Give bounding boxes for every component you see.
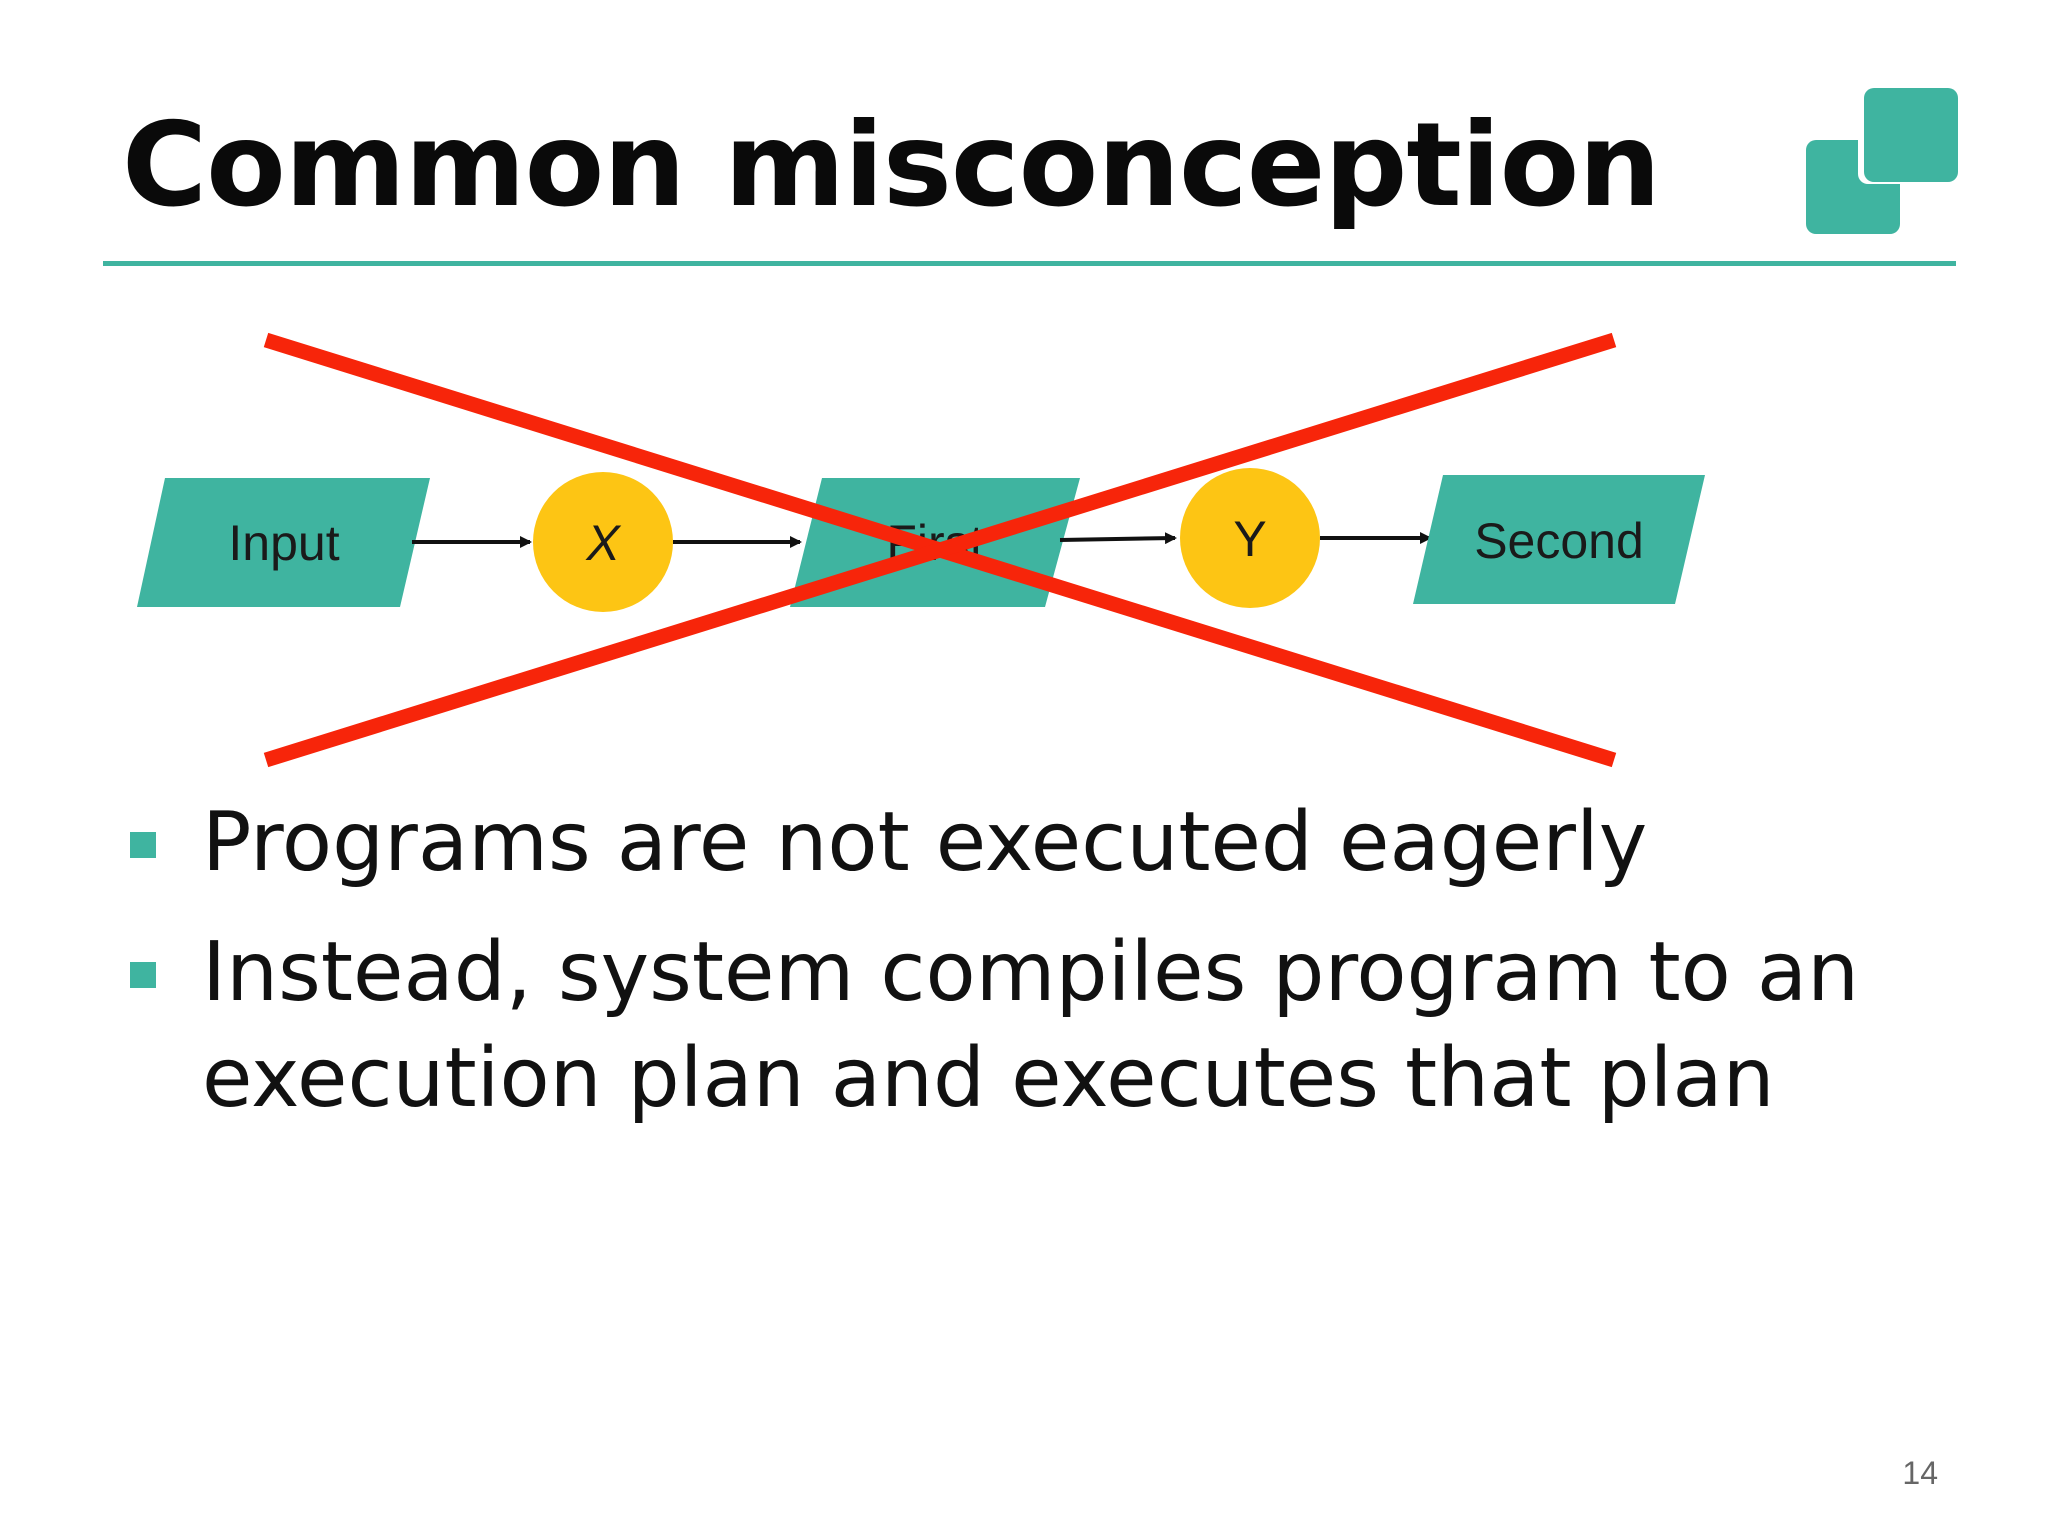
- title-divider: [103, 261, 1956, 266]
- bullet-text: Programs are not executed eagerly: [202, 795, 1648, 890]
- square-bullet-icon: [130, 832, 156, 858]
- bullet-item: Programs are not executed eagerly: [130, 790, 1960, 896]
- edge-first-y: [1059, 532, 1177, 545]
- overlapping-squares-logo-icon: [1806, 86, 1958, 234]
- node-input-label: Input: [228, 515, 339, 571]
- page-number: 14: [1902, 1455, 1938, 1491]
- bullet-item: Instead, system compiles program to an e…: [130, 920, 1960, 1132]
- node-x-label: X: [585, 515, 621, 571]
- dataflow-diagram: Input X First Y Second: [137, 332, 1705, 768]
- cross-out-mark: [263, 332, 1617, 768]
- slide-title: Common misconception: [122, 98, 1661, 233]
- node-input: Input: [137, 478, 430, 607]
- node-y-label: Y: [1233, 511, 1266, 567]
- node-second-label: Second: [1474, 513, 1644, 569]
- square-bullet-icon: [130, 962, 156, 988]
- bullet-list: Programs are not executed eagerly Instea…: [130, 790, 1960, 1156]
- node-second: Second: [1413, 475, 1705, 604]
- node-x: X: [533, 472, 673, 612]
- node-y: Y: [1180, 468, 1320, 608]
- bullet-text: Instead, system compiles program to an e…: [202, 925, 1860, 1126]
- cross-line-2: [263, 332, 1617, 768]
